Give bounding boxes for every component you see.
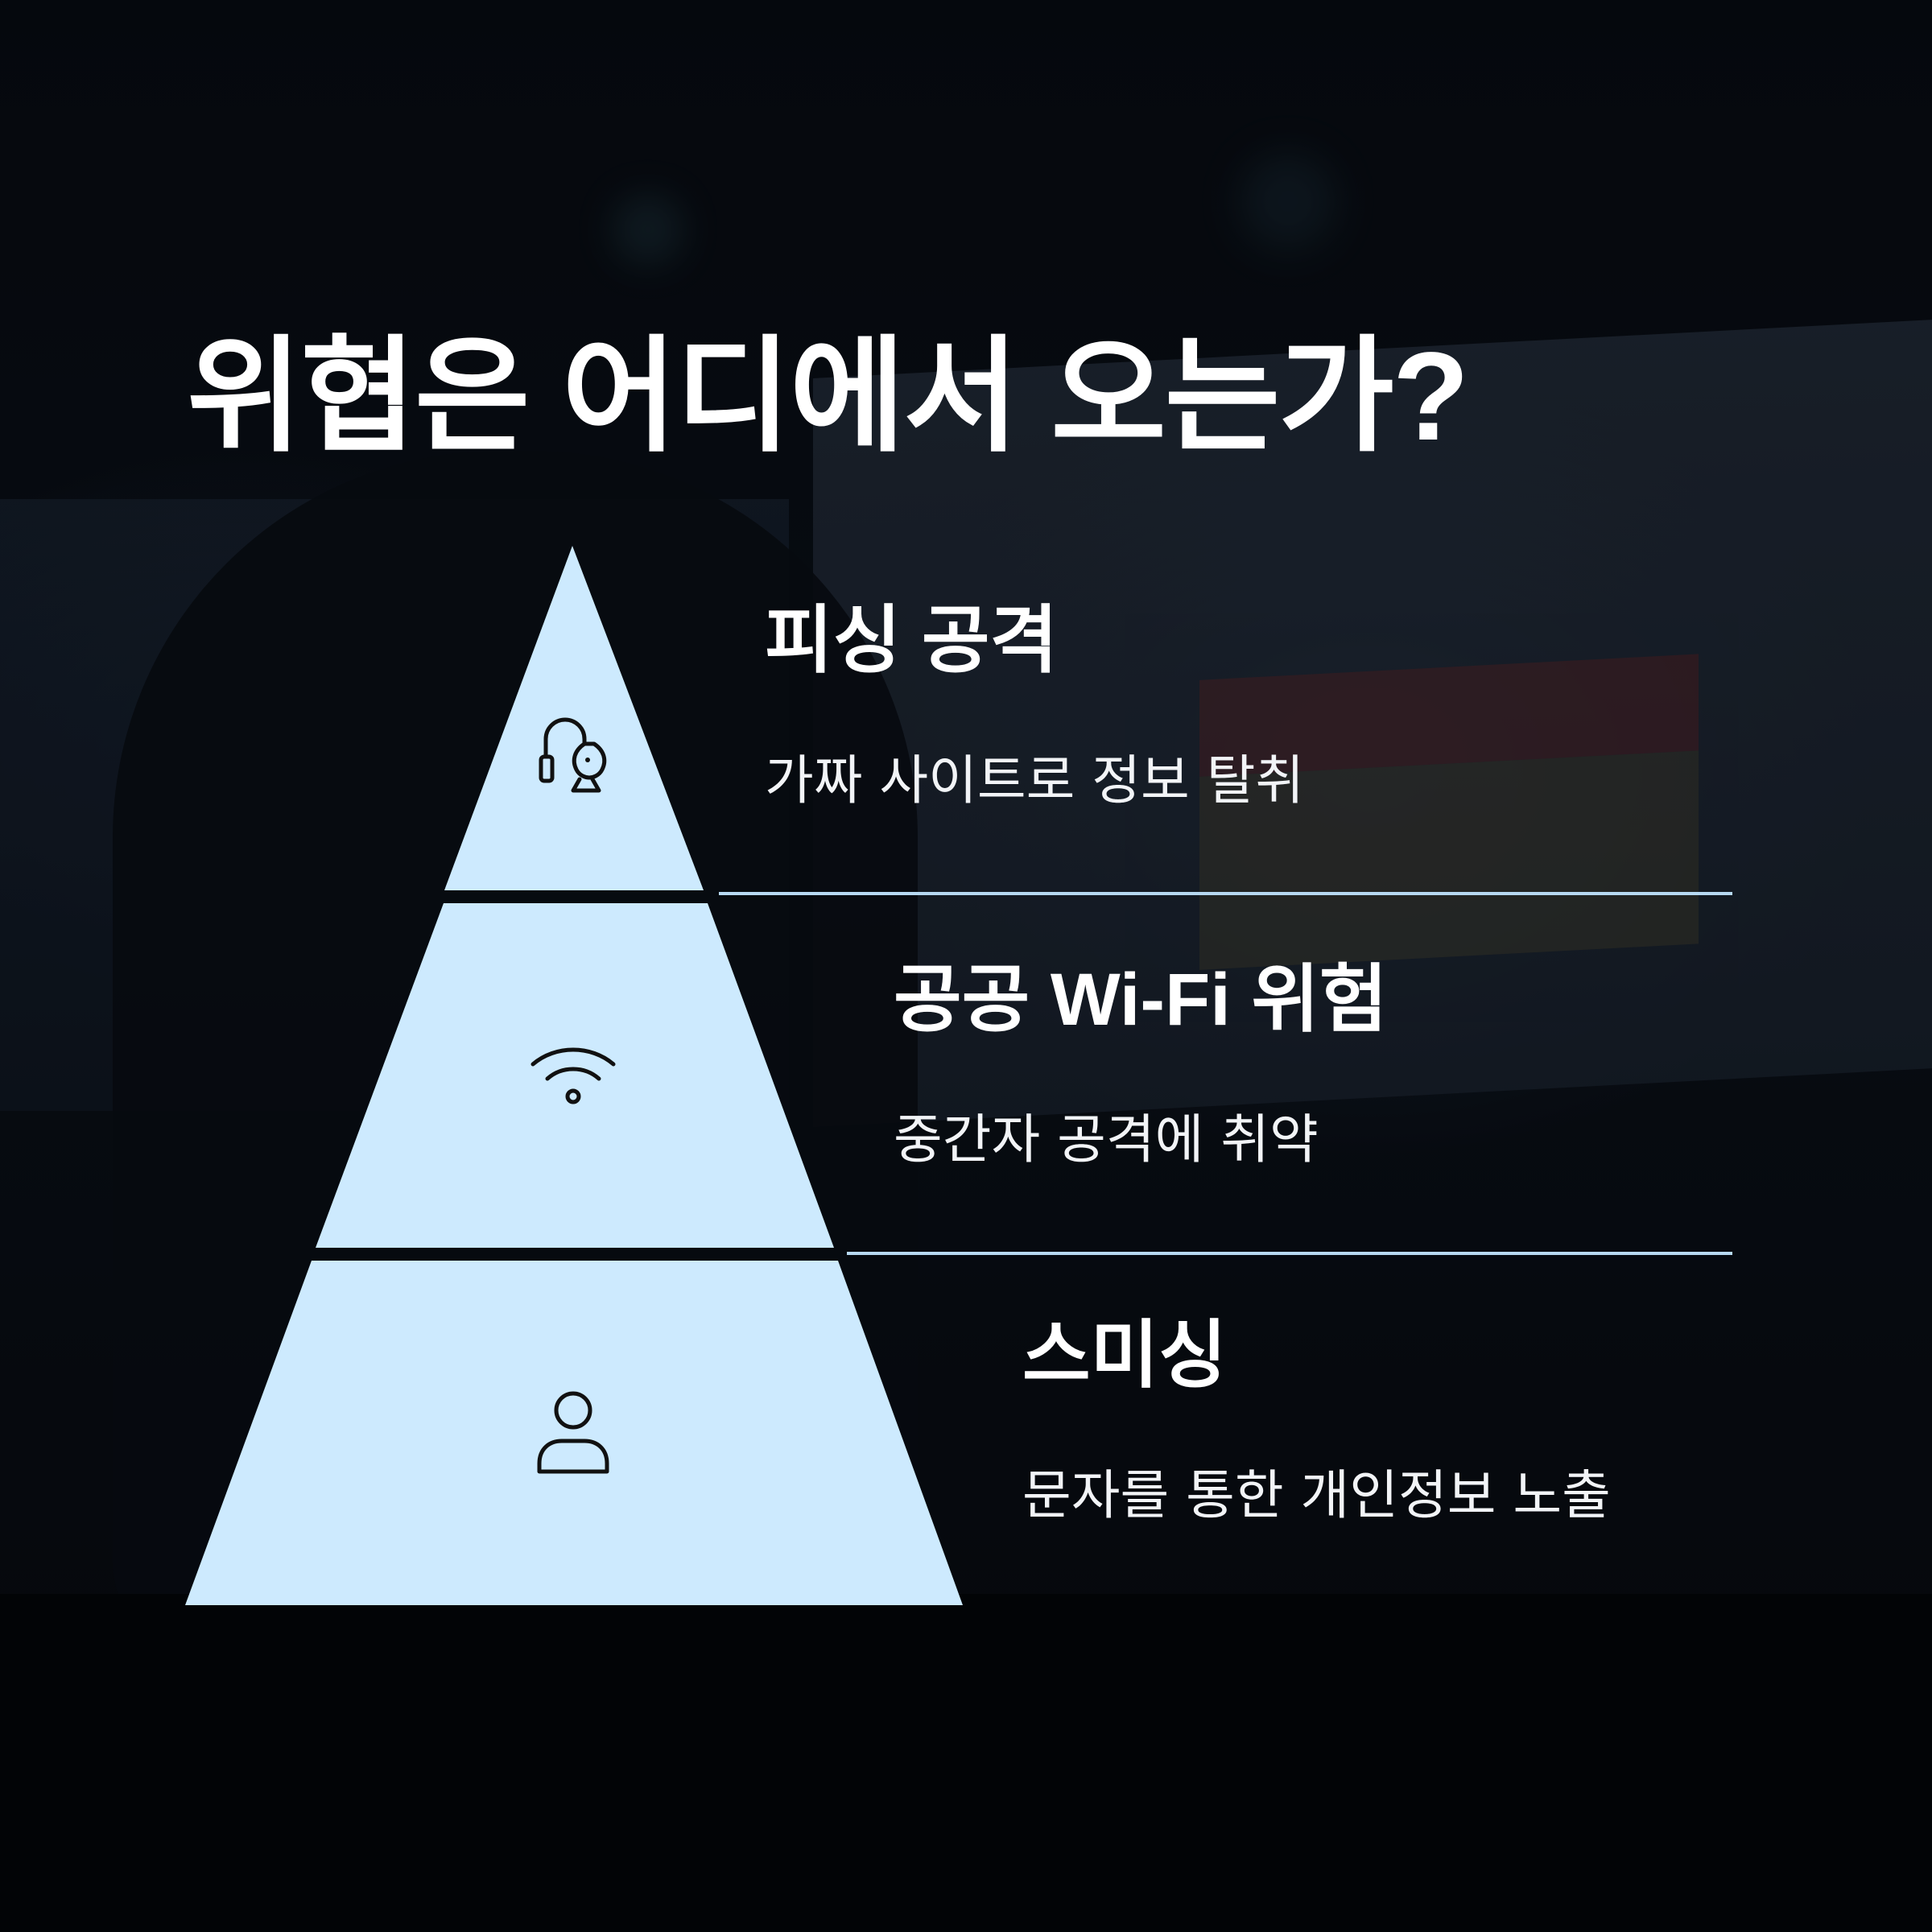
tier-2-title: 공공 Wi-Fi 위험 — [894, 959, 1388, 1041]
page-title: 위협은 어디에서 오는가? — [187, 327, 1469, 467]
fishing-hook-icon — [535, 715, 612, 803]
user-icon — [535, 1391, 612, 1476]
tier-1-description: 가짜 사이트로 정보 탈취 — [765, 749, 1305, 811]
wifi-icon — [528, 1043, 618, 1108]
background-light — [1240, 153, 1336, 250]
background-light — [612, 193, 684, 266]
tier-3-description: 문자를 통한 개인정보 노출 — [1022, 1464, 1611, 1526]
tier-3-title: 스미싱 — [1022, 1315, 1227, 1397]
tier-1-title: 피싱 공격 — [765, 600, 1059, 682]
background-desk — [0, 1594, 1932, 1932]
tier-2-description: 중간자 공격에 취약 — [894, 1108, 1319, 1170]
